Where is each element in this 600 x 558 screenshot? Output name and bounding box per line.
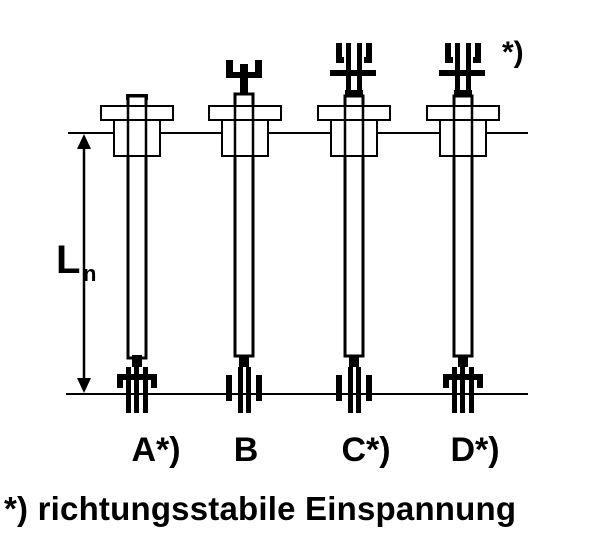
length-symbol: L xyxy=(56,238,80,282)
column-label-a: A*) xyxy=(131,431,180,469)
column-diagram: L n *) xyxy=(56,36,528,469)
footnote-text: *) richtungsstabile Einspannung xyxy=(4,490,517,527)
column-label-d: D*) xyxy=(450,431,499,469)
column-b xyxy=(208,60,282,413)
column-label-b: B xyxy=(234,431,259,469)
column-a xyxy=(100,94,174,413)
column-c xyxy=(317,43,391,413)
column-label-c: C*) xyxy=(341,431,390,469)
column-d xyxy=(426,43,500,413)
top-footnote-marker: *) xyxy=(502,36,524,69)
length-subscript: n xyxy=(83,261,96,286)
length-dimension: L n xyxy=(56,134,96,393)
